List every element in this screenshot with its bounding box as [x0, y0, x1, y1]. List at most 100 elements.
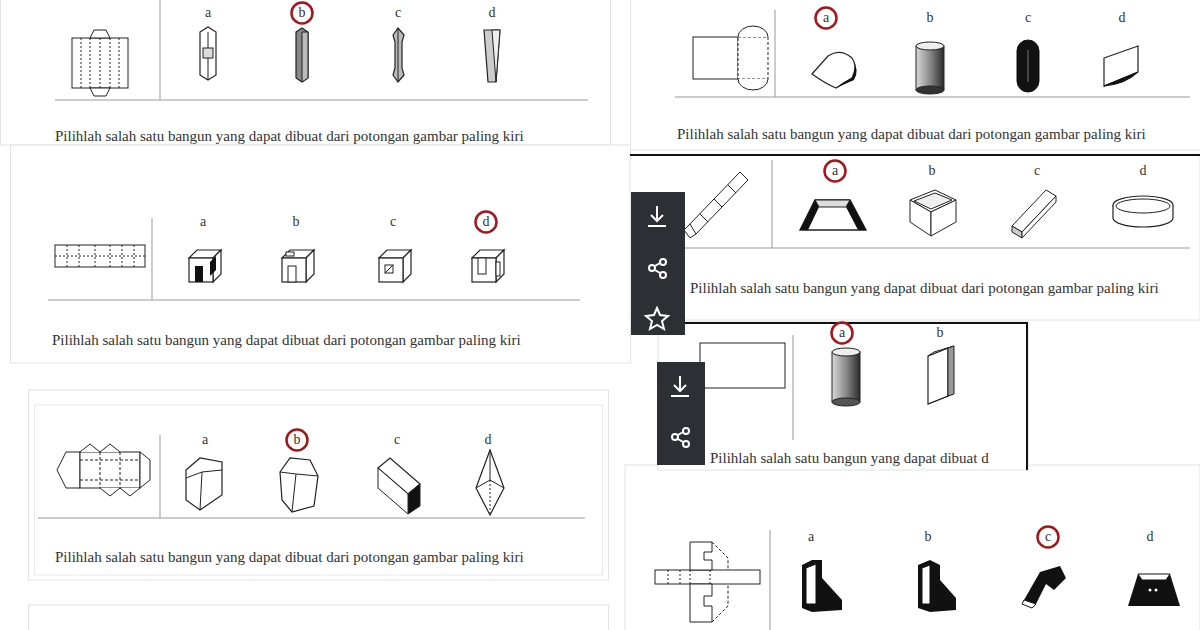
- panel-four: [630, 155, 1200, 320]
- drawing-use: [282, 250, 314, 282]
- drawing-line: [152, 218, 153, 300]
- drawing-polygon: [1022, 600, 1036, 608]
- drawing-line: [110, 38, 111, 88]
- drawing-circle: [660, 259, 666, 265]
- panel-six: [29, 390, 609, 580]
- drawing-use: [379, 250, 411, 282]
- drawing-ellipse: [1116, 199, 1170, 213]
- drawing-polyline: [80, 444, 120, 452]
- drawing-polygon: [1024, 566, 1066, 604]
- drawing-line: [675, 97, 1190, 98]
- option-letter: a: [839, 326, 845, 340]
- answer-circle: a: [814, 6, 838, 30]
- drawing-circle: [1155, 589, 1158, 592]
- drawing-rect: [29, 390, 609, 580]
- drawing-polygon: [393, 28, 404, 82]
- drawing-polygon: [910, 200, 931, 236]
- option-letter: d: [489, 5, 496, 20]
- drawing-ellipse: [832, 348, 860, 356]
- drawing-polygon: [476, 450, 504, 515]
- drawing-line: [668, 570, 669, 584]
- drawing-rect: [385, 265, 393, 273]
- panel-seven: [625, 465, 1200, 630]
- drawing-use: [189, 250, 221, 282]
- panel-two: [631, 0, 1200, 150]
- panel-one: [1, 0, 611, 145]
- drawing-line: [1026, 322, 1028, 470]
- option-letter: b: [299, 6, 306, 20]
- drawing-rect: [631, 192, 685, 335]
- drawing-polygon: [948, 346, 954, 396]
- drawing-polygon: [1128, 574, 1180, 606]
- panel-three: [11, 145, 631, 363]
- option-letter: b: [927, 10, 934, 25]
- drawing-g: [668, 570, 710, 584]
- answer-circle: a: [830, 321, 854, 345]
- option-letter: b: [925, 529, 932, 544]
- drawing-circle: [660, 272, 666, 278]
- drawing-polygon: [688, 172, 748, 234]
- toolbar: [631, 192, 685, 335]
- question-caption: Pilihlah salah satu bangun yang dapat di…: [710, 450, 989, 467]
- drawing-polyline: [186, 470, 222, 478]
- drawing-circle: [1149, 589, 1152, 592]
- panel-five: [658, 322, 1028, 470]
- drawing-rect: [1017, 40, 1039, 92]
- drawing-ellipse: [916, 86, 944, 94]
- drawing-polygon: [90, 30, 110, 38]
- drawing-polygon: [931, 200, 956, 236]
- option-letter: c: [390, 214, 396, 229]
- option-letter: a: [832, 164, 838, 178]
- red-circle: [825, 161, 846, 182]
- drawing-rect: [80, 452, 140, 488]
- drawing-g: [80, 452, 140, 488]
- drawing-polygon: [846, 200, 866, 230]
- drawing-ellipse: [832, 398, 860, 406]
- drawing-line: [1028, 50, 1029, 82]
- drawing-rect: [496, 262, 500, 276]
- drawing-polygon: [140, 452, 150, 488]
- drawing-g: [700, 185, 736, 222]
- drawing-rect: [72, 38, 128, 88]
- drawing-line: [119, 38, 120, 88]
- drawing-g: [646, 206, 668, 329]
- drawing-polygon: [928, 348, 948, 404]
- drawing-polygon: [210, 256, 216, 276]
- drawing-use: [472, 250, 504, 282]
- drawing-line: [690, 570, 691, 584]
- drawing-rect: [630, 155, 1200, 320]
- drawing-rect: [832, 352, 860, 402]
- drawing-path: [738, 26, 768, 37]
- drawing-g: [81, 38, 119, 88]
- drawing-line: [672, 248, 1190, 249]
- drawing-rect: [693, 37, 738, 79]
- drawing-line: [55, 100, 588, 101]
- drawing-ellipse: [916, 42, 944, 50]
- drawing-line: [490, 480, 491, 515]
- drawing-polygon: [57, 452, 80, 488]
- drawing-path: [671, 376, 689, 396]
- drawing-line: [100, 38, 101, 88]
- red-circle: [292, 3, 313, 24]
- drawing-line: [90, 38, 91, 88]
- option-letter: c: [1034, 163, 1040, 178]
- drawing-polygon: [815, 200, 850, 207]
- drawing-line: [80, 480, 140, 481]
- drawing-line: [80, 460, 140, 461]
- drawing-line: [100, 452, 101, 488]
- option-letter: b: [294, 433, 301, 447]
- drawing-rect: [657, 362, 705, 465]
- option-letter: c: [394, 432, 400, 447]
- drawing-polygon: [684, 224, 696, 238]
- drawing-polygon: [690, 584, 712, 622]
- drawing-line: [680, 570, 681, 584]
- drawing-polygon: [186, 458, 222, 510]
- option-letter: b: [937, 325, 944, 340]
- drawing-polygon: [1012, 226, 1022, 238]
- drawing-line: [398, 28, 399, 82]
- drawing-path: [836, 58, 857, 88]
- drawing-polygon: [200, 27, 216, 80]
- red-circle: [287, 430, 308, 451]
